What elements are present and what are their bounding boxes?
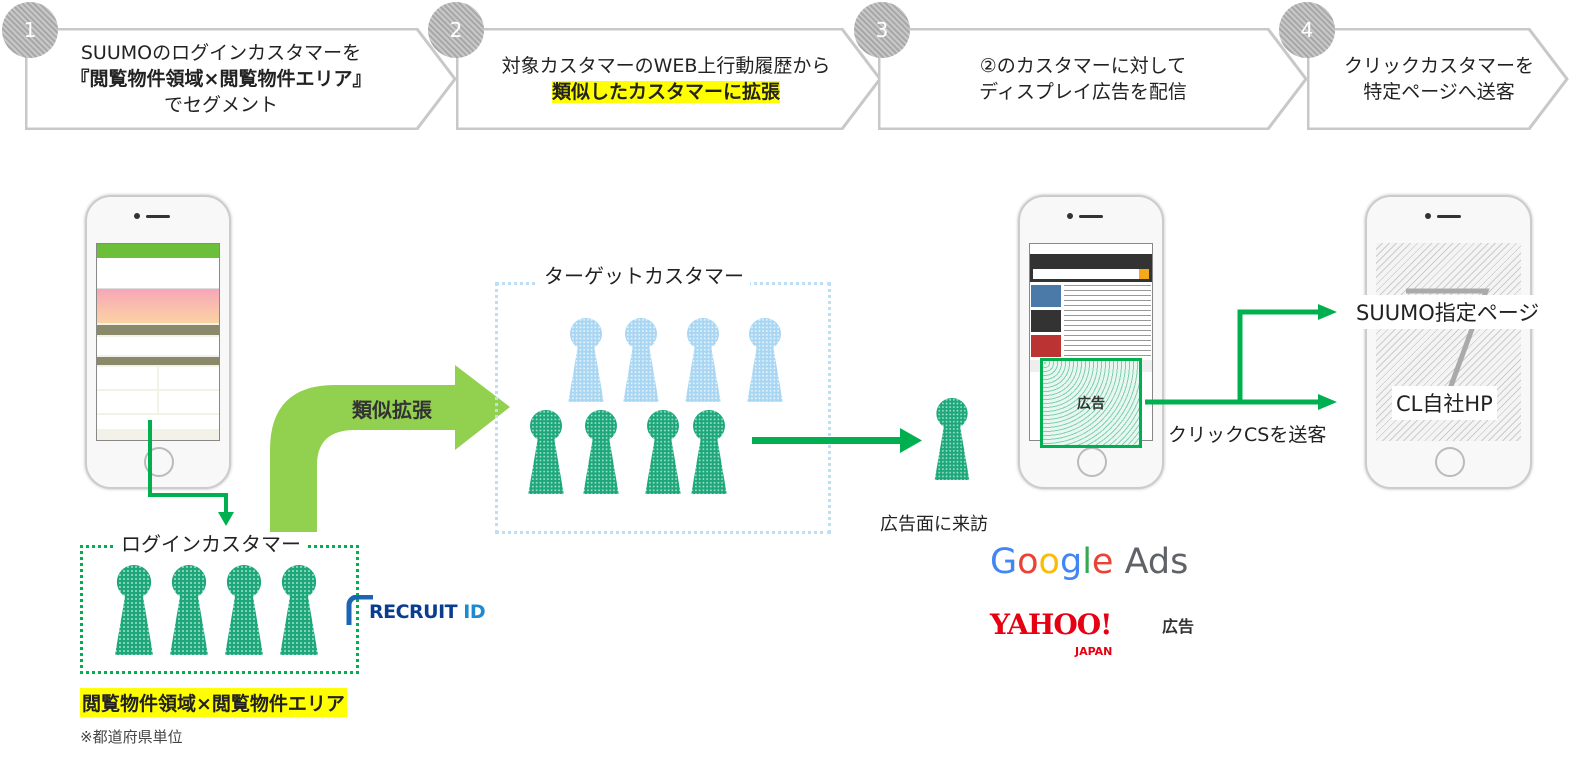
google-ads-logo: Google Ads [990,542,1189,582]
step-1-line1: SUUMOのログインカスタマーを [80,42,362,64]
ad-banner[interactable]: 広告 [1040,358,1142,448]
yahoo-ads-logo: YAHOO! JAPAN 広告 [990,608,1220,662]
step-2-number: 2 [428,2,484,58]
login-people [115,565,318,655]
segment-label: 閲覧物件領域×閲覧物件エリア [80,688,347,717]
suumo-phone [85,195,231,489]
visit-label: 広告面に来訪 [880,514,988,535]
step-3-line1: ②のカスタマーに対して [979,55,1187,77]
delivery-arrow [752,428,922,453]
step-1-number: 1 [2,2,58,58]
step-1-line2: 『閲覧物件領域×閲覧物件エリア』 [70,68,372,90]
visitor-person [934,398,970,480]
recruit-id-logo: RECRUIT ID [345,595,515,627]
step-3-line2: ディスプレイ広告を配信 [979,81,1187,103]
step-4-number: 4 [1279,2,1335,58]
target-people [528,318,783,494]
step-2: 対象カスタマーのWEB上行動履歴から 類似したカスタマーに拡張 2 [428,2,882,130]
expansion-arrow [270,365,510,532]
google-ads-suffix: Ads [1124,542,1189,582]
step-4: クリックカスタマーを 特定ページへ送客 4 [1279,2,1569,130]
step-3: ②のカスタマーに対して ディスプレイ広告を配信 3 [854,2,1308,130]
yahoo-sub-text: JAPAN [1075,645,1113,658]
destination-suumo: SUUMO指定ページ [1352,295,1544,329]
yahoo-suffix: 広告 [1162,617,1195,636]
segment-note: ※都道府県単位 [80,728,183,746]
destination-phone [1365,195,1532,489]
step-2-line2: 類似したカスタマーに拡張 [551,81,780,103]
step-1: SUUMOのログインカスタマーを 『閲覧物件領域×閲覧物件エリア』 でセグメント… [2,2,457,130]
login-box-title: ログインカスタマー [115,528,307,557]
destination-cl-hp: CL自社HP [1392,386,1497,420]
step-2-line1: 対象カスタマーのWEB上行動履歴から [501,55,831,77]
redirect-arrows [1145,304,1337,410]
target-box-title: ターゲットカスタマー [538,260,750,289]
login-arrow [148,420,234,526]
step-4-line1: クリックカスタマーを [1343,55,1534,77]
expansion-label: 類似拡張 [352,398,432,422]
ad-label: 広告 [1077,396,1105,412]
step-1-line3: でセグメント [163,94,278,116]
step-4-line2: 特定ページへ送客 [1363,81,1515,103]
yahoo-logo-text: YAHOO! [990,608,1112,641]
click-label: クリックCSを送客 [1168,424,1327,446]
step-3-number: 3 [854,2,910,58]
